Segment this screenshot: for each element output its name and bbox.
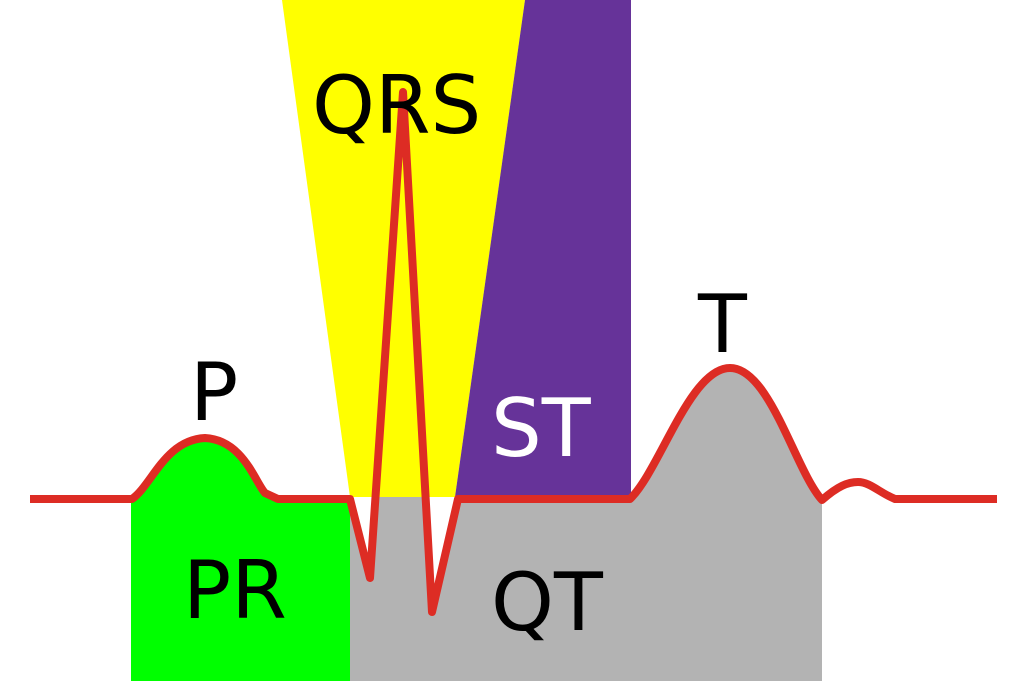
pr-interval-region <box>131 438 350 681</box>
st-segment-region <box>455 0 631 497</box>
ecg-trace-line <box>30 88 997 616</box>
pr-interval-label: PR <box>183 544 287 637</box>
t-wave-label: T <box>697 278 748 371</box>
p-wave-label: P <box>190 346 238 439</box>
st-segment-label: ST <box>491 382 592 475</box>
qrs-complex-region <box>282 0 525 497</box>
qrs-label: QRS <box>312 59 481 152</box>
qt-interval-label: QT <box>491 556 604 649</box>
qt-interval-region <box>350 92 822 681</box>
